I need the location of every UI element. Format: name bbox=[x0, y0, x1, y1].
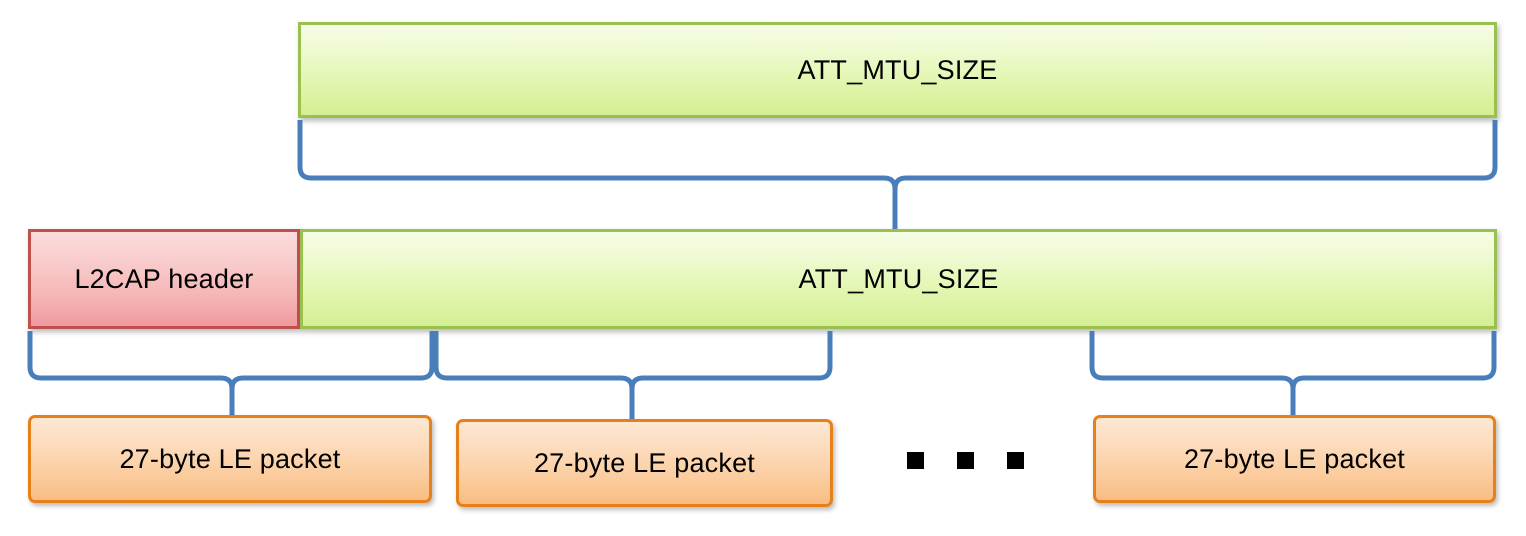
att-mtu-size-box-middle: ATT_MTU_SIZE bbox=[300, 229, 1497, 329]
att-mtu-size-box-top: ATT_MTU_SIZE bbox=[298, 22, 1497, 118]
att-mtu-size-label-middle: ATT_MTU_SIZE bbox=[798, 263, 999, 294]
brace-packet-2-right-arm bbox=[629, 331, 833, 390]
le-packet-box-1: 27-byte LE packet bbox=[28, 415, 432, 503]
ellipsis-square-2 bbox=[957, 452, 974, 469]
brace-packet-3-left-arm bbox=[1089, 331, 1296, 390]
brace-packet-3-right-arm bbox=[1290, 331, 1497, 390]
le-packet-label-3: 27-byte LE packet bbox=[1183, 443, 1406, 474]
l2cap-header-label: L2CAP header bbox=[74, 263, 254, 294]
ellipsis-square-1 bbox=[907, 452, 924, 469]
brace-top-left-arm bbox=[297, 120, 898, 190]
ellipsis-square-3 bbox=[1007, 452, 1024, 469]
le-packet-label-1: 27-byte LE packet bbox=[119, 443, 341, 474]
le-packet-box-2: 27-byte LE packet bbox=[456, 419, 833, 507]
le-packet-box-3: 27-byte LE packet bbox=[1093, 415, 1496, 503]
brace-packet-1-left-arm bbox=[27, 331, 235, 390]
l2cap-header-box: L2CAP header bbox=[28, 229, 300, 329]
brace-packet-2-left-arm bbox=[433, 331, 635, 390]
le-packet-label-2: 27-byte LE packet bbox=[533, 447, 756, 478]
att-mtu-size-label-top: ATT_MTU_SIZE bbox=[797, 54, 998, 85]
brace-packet-1-right-arm bbox=[229, 331, 435, 390]
brace-top-right-arm bbox=[892, 120, 1498, 190]
